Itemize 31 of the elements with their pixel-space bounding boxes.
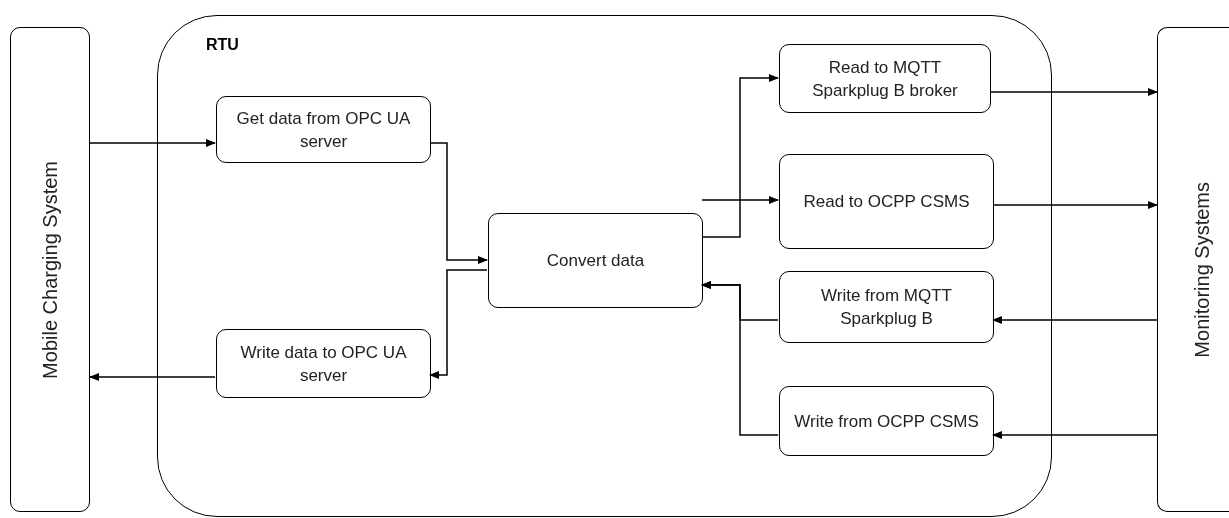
process-box: [779, 154, 994, 249]
system-bar: [10, 27, 90, 512]
node-label: Write from OCPP CSMS: [793, 410, 980, 433]
arrow: [701, 196, 779, 204]
node-label: Mobile Charging System: [38, 160, 62, 379]
process-box: [216, 96, 431, 163]
node-label: Read to OCPP CSMS: [802, 191, 971, 213]
process-box: [216, 329, 431, 398]
node-label: Write from MQTT Sparkplug B: [820, 285, 953, 330]
node-label: Read to MQTT Sparkplug B broker: [811, 56, 959, 102]
container-box: [157, 15, 1052, 517]
arrow: [429, 142, 488, 264]
arrow: [701, 281, 779, 436]
process-box: [779, 44, 991, 113]
process-box: [488, 213, 703, 308]
arrow: [429, 269, 488, 379]
arrow: [701, 74, 779, 238]
arrow: [992, 201, 1158, 209]
system-bar: [1157, 27, 1229, 512]
process-box: [779, 386, 994, 456]
arrow: [989, 88, 1158, 96]
node-label: Get data from OPC UA server: [235, 107, 412, 153]
process-box: [779, 271, 994, 343]
node-label: Monitoring Systems: [1191, 181, 1214, 358]
arrow: [89, 139, 216, 147]
arrow: [89, 373, 216, 381]
node-label: Write data to OPC UA server: [239, 341, 408, 387]
container-title: RTU: [206, 36, 239, 54]
arrow: [992, 316, 1158, 324]
arrow: [992, 431, 1158, 439]
node-label: Convert data: [545, 250, 646, 272]
